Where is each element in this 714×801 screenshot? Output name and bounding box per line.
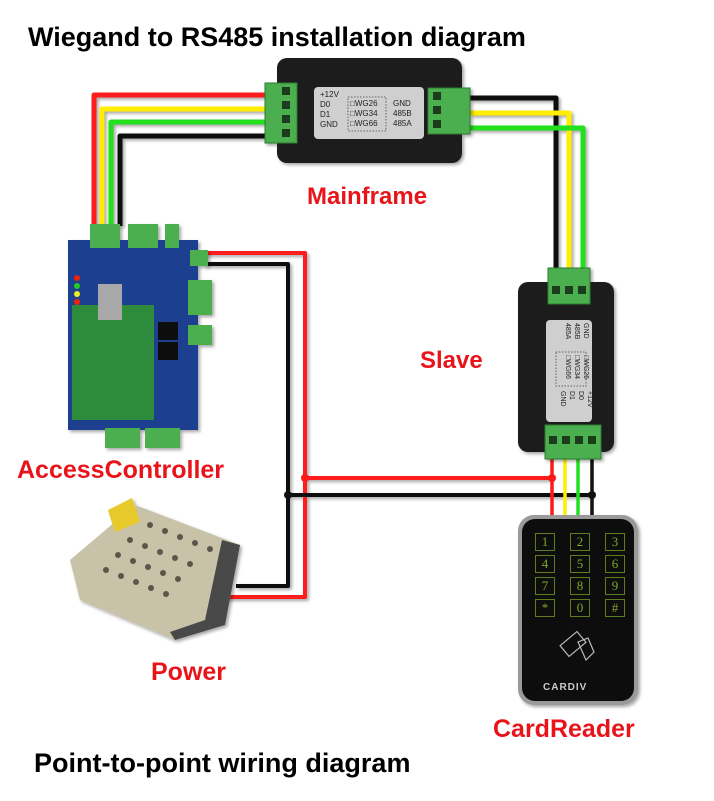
wire-green bbox=[470, 125, 586, 272]
pin-label: +12V bbox=[586, 391, 593, 408]
wire-black-power bbox=[205, 262, 290, 588]
wires-mainframe-to-slave bbox=[470, 95, 586, 272]
mainframe-wiegand-pins: +12V D0 D1 GND bbox=[320, 90, 339, 130]
key[interactable]: 6 bbox=[605, 555, 625, 573]
pin-label: D0 bbox=[320, 100, 331, 109]
wires-slave-to-reader bbox=[550, 455, 594, 515]
label-card-reader: CardReader bbox=[493, 715, 635, 743]
label-slave: Slave bbox=[420, 347, 483, 374]
pin-label: D1 bbox=[568, 391, 575, 400]
wg-mode-checkbox: □WG26 bbox=[582, 355, 589, 380]
wire-yellow bbox=[470, 110, 572, 272]
wire-black bbox=[117, 133, 270, 226]
wg-mode-checkbox: □WG66 bbox=[350, 119, 378, 128]
key[interactable]: 4 bbox=[535, 555, 555, 573]
title-bottom: Point-to-point wiring diagram bbox=[34, 748, 411, 778]
wg-mode-checkbox: □WG26 bbox=[350, 99, 378, 108]
power-supply bbox=[70, 498, 240, 640]
mainframe-converter bbox=[264, 58, 471, 163]
pin-label: 485B bbox=[573, 323, 580, 340]
pin-label: 485A bbox=[393, 119, 412, 128]
key[interactable]: * bbox=[535, 599, 555, 617]
pin-label: D1 bbox=[320, 110, 331, 119]
junction-black-left bbox=[284, 491, 292, 499]
key[interactable]: 0 bbox=[570, 599, 590, 617]
slave-converter bbox=[518, 267, 614, 460]
reader-brand: CARDIV bbox=[543, 682, 588, 693]
wires-power bbox=[205, 251, 592, 599]
pin-label: GND bbox=[582, 323, 589, 339]
access-controller-board bbox=[68, 224, 212, 448]
pin-label: GND bbox=[393, 99, 411, 108]
keypad: 1 2 3 4 5 6 7 8 9 * 0 # bbox=[535, 533, 625, 617]
key[interactable]: 2 bbox=[570, 533, 590, 551]
mainframe-rs485-pins: GND 485B 485A bbox=[393, 99, 412, 129]
wg-mode-checkbox: □WG66 bbox=[564, 355, 571, 380]
wire-red bbox=[91, 92, 270, 226]
pin-label: GND bbox=[559, 391, 566, 407]
key[interactable]: 8 bbox=[570, 577, 590, 595]
pin-label: 485A bbox=[564, 323, 571, 340]
key[interactable]: 1 bbox=[535, 533, 555, 551]
key[interactable]: # bbox=[605, 599, 625, 617]
wg-mode-checkbox: □WG34 bbox=[350, 109, 378, 118]
mainframe-wg-modes: □WG26 □WG34 □WG66 bbox=[350, 99, 378, 129]
label-access-controller: AccessController bbox=[17, 456, 225, 484]
key[interactable]: 5 bbox=[570, 555, 590, 573]
pin-label: GND bbox=[320, 120, 338, 129]
wire-black bbox=[470, 95, 559, 272]
title-top: Wiegand to RS485 installation diagram bbox=[28, 22, 526, 52]
slave-label-plate: GND 485B 485A □WG26 □WG34 □WG66 +12V D0 … bbox=[544, 323, 594, 419]
wire-green bbox=[108, 119, 270, 226]
wire-red-power bbox=[205, 251, 307, 599]
wire-yellow bbox=[99, 106, 270, 226]
key[interactable]: 9 bbox=[605, 577, 625, 595]
reader-card-icon bbox=[559, 630, 595, 662]
pin-label: +12V bbox=[320, 90, 339, 99]
label-power: Power bbox=[151, 658, 227, 686]
wg-mode-checkbox: □WG34 bbox=[573, 355, 580, 380]
wires-controller-to-mainframe bbox=[91, 92, 270, 226]
pin-label: 485B bbox=[393, 109, 412, 118]
junction-red-left bbox=[301, 474, 309, 482]
card-reader bbox=[518, 515, 638, 705]
key[interactable]: 7 bbox=[535, 577, 555, 595]
pin-label: D0 bbox=[577, 391, 584, 400]
label-mainframe: Mainframe bbox=[307, 183, 428, 210]
key[interactable]: 3 bbox=[605, 533, 625, 551]
